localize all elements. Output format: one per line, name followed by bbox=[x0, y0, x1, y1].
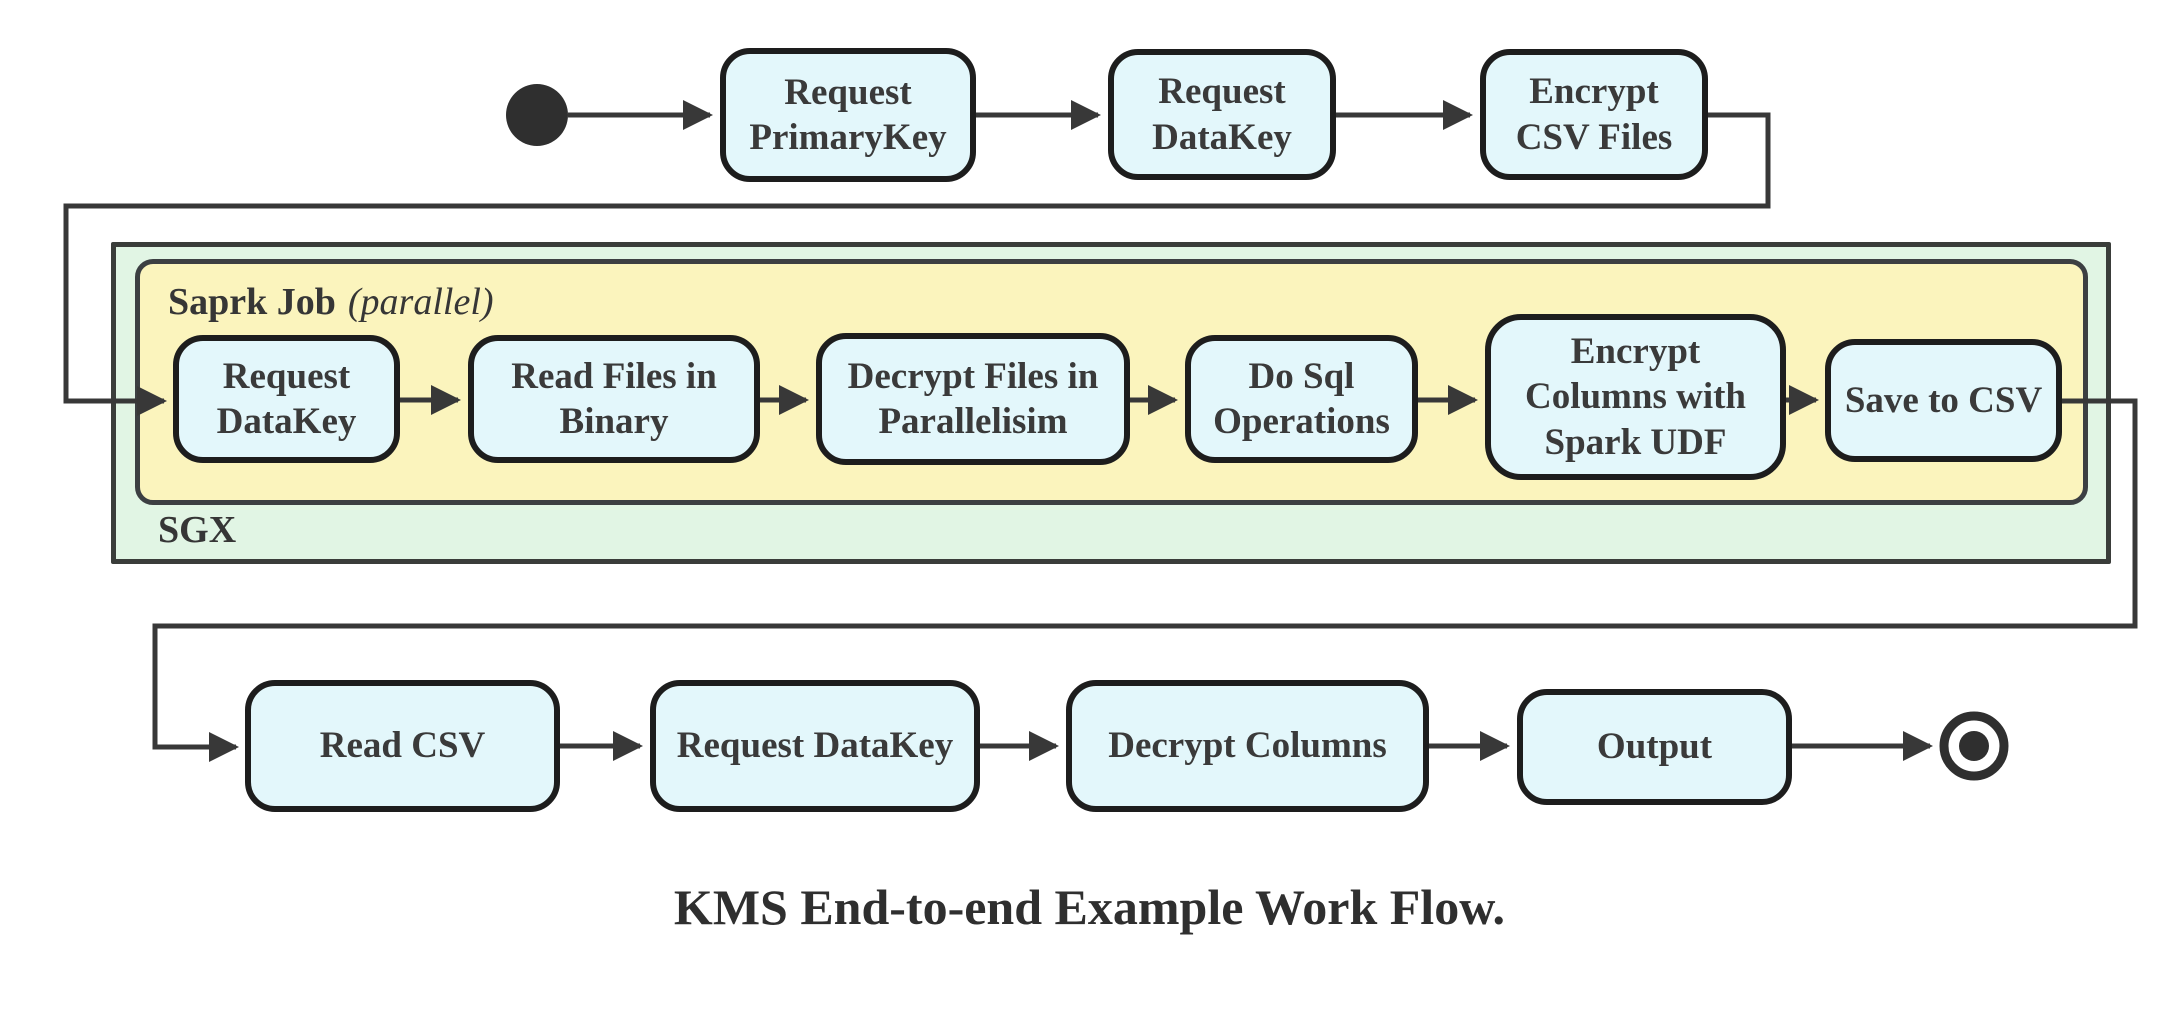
node-decrypt-files-in-parallelisim: Decrypt Files in Parallelisim bbox=[816, 333, 1130, 465]
node-request-primarykey: Request PrimaryKey bbox=[720, 48, 976, 182]
node-encrypt-csv-files: Encrypt CSV Files bbox=[1480, 49, 1708, 180]
node-do-sql-operations: Do Sql Operations bbox=[1185, 335, 1418, 463]
spark-job-label: Saprk Job (parallel) bbox=[168, 280, 494, 324]
node-decrypt-columns: Decrypt Columns bbox=[1066, 680, 1429, 812]
node-request-datakey-spark: Request DataKey bbox=[173, 335, 400, 463]
spark-job-mode: (parallel) bbox=[347, 281, 494, 323]
node-encrypt-columns-with-spark-udf: Encrypt Columns with Spark UDF bbox=[1485, 314, 1786, 480]
spark-job-name: Saprk Job bbox=[168, 281, 336, 323]
node-read-files-in-binary: Read Files in Binary bbox=[468, 335, 760, 463]
node-request-datakey-top: Request DataKey bbox=[1108, 49, 1336, 180]
node-output: Output bbox=[1517, 689, 1792, 805]
node-read-csv: Read CSV bbox=[245, 680, 560, 812]
end-state-icon bbox=[1939, 711, 2009, 781]
sgx-label: SGX bbox=[158, 509, 237, 551]
node-request-datakey-bottom: Request DataKey bbox=[650, 680, 980, 812]
node-save-to-csv: Save to CSV bbox=[1825, 339, 2062, 462]
start-state-icon bbox=[506, 84, 568, 146]
diagram-title: KMS End-to-end Example Work Flow. bbox=[673, 879, 1506, 935]
